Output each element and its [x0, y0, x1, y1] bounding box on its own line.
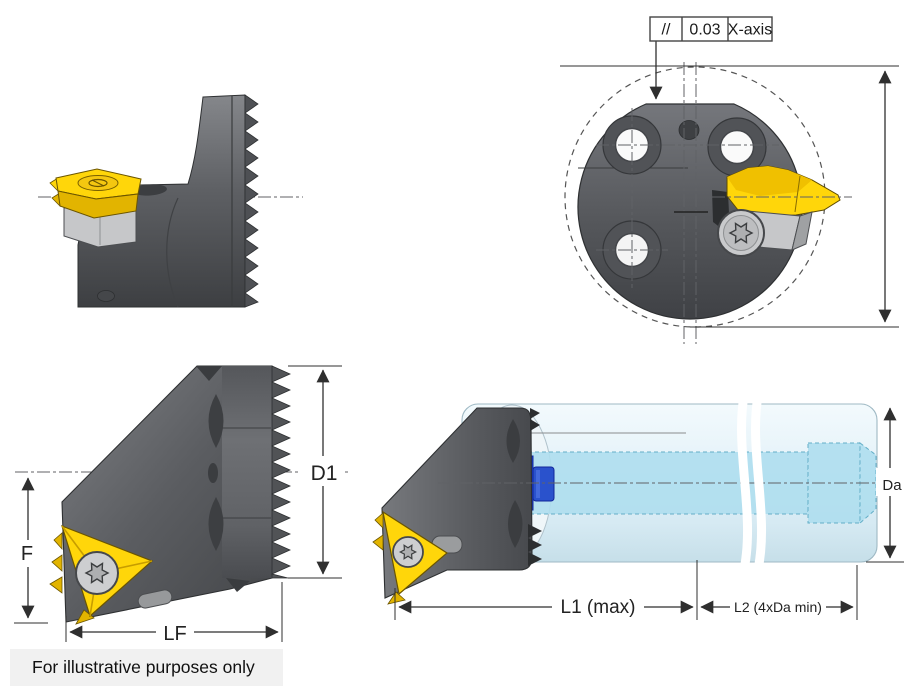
- dim-label-l2: L2 (4xDa min): [734, 599, 822, 615]
- break-line: [737, 389, 752, 576]
- dimension-lf: LF: [65, 582, 283, 645]
- label-mask: [156, 619, 194, 644]
- footer-note-text: For illustrative purposes only: [32, 657, 255, 677]
- clamp-facet: [791, 211, 813, 251]
- dimension-l2: L2 (4xDa min): [700, 565, 858, 620]
- torx-star: [728, 222, 754, 244]
- scallop: [208, 497, 224, 551]
- view-side-profile: [38, 94, 303, 308]
- centerlines: [596, 62, 852, 344]
- dimension-f: F: [14, 477, 48, 624]
- scallop: [508, 500, 523, 548]
- screw-highlight: [536, 470, 540, 498]
- contour-line: [166, 197, 179, 308]
- serration-mark: [530, 408, 540, 431]
- insert-tooth: [372, 534, 384, 551]
- label-mask: [301, 456, 345, 486]
- dim-label-l1: L1 (max): [561, 597, 636, 618]
- insert-tooth: [53, 532, 63, 551]
- notch: [226, 578, 250, 592]
- label-mask: [552, 592, 644, 620]
- torx-screw-icon: [392, 536, 424, 568]
- datum-reference: X-axis: [728, 22, 772, 39]
- clamp-tab: [137, 589, 173, 609]
- holder-body: [77, 94, 246, 308]
- threading-insert: [726, 165, 841, 218]
- dim-label-d1: D1: [311, 462, 338, 485]
- dimension-da: Da: [866, 407, 908, 563]
- torx-screw-icon: [717, 209, 765, 257]
- torx-recess: [88, 178, 108, 188]
- tolerance-value: 0.03: [689, 22, 720, 39]
- tolerance-frame: // 0.03 X-axis: [649, 16, 773, 100]
- serrated-edge: [244, 94, 259, 308]
- label-mask: [14, 540, 40, 567]
- insert-front-face: [57, 190, 139, 219]
- threading-insert: [49, 168, 142, 219]
- serrated-edge: [270, 365, 291, 579]
- break-line: [751, 389, 766, 576]
- notch: [196, 366, 222, 381]
- fcf-box: [649, 16, 773, 42]
- pin-hole: [97, 290, 115, 302]
- insert-tooth: [49, 576, 63, 594]
- dimension-outer-diameter: [560, 65, 899, 328]
- insert-tooth: [374, 512, 384, 529]
- view-top-profile: F LF D1: [14, 365, 348, 645]
- dimension-l1: L1 (max): [394, 560, 698, 620]
- torx-star: [84, 562, 110, 584]
- footer-note: For illustrative purposes only: [10, 649, 283, 686]
- label-mask: [876, 468, 908, 496]
- slot-hole: [208, 463, 218, 483]
- scallop: [506, 419, 520, 463]
- break-lines: [737, 389, 766, 576]
- view-end-face: // 0.03 X-axis: [560, 16, 899, 344]
- slot-hole: [133, 184, 167, 196]
- through-hole: [719, 129, 755, 165]
- serration-mark: [528, 524, 542, 566]
- torx-screw-icon: [75, 551, 119, 595]
- parallelism-symbol: //: [662, 22, 671, 39]
- cutter-head: [372, 407, 542, 605]
- dim-label-da: Da: [882, 477, 902, 494]
- dim-label-f: F: [21, 543, 33, 565]
- insert-facet: [727, 166, 812, 196]
- torx-slot: [91, 179, 105, 187]
- dim-label-lf: LF: [163, 623, 186, 645]
- scallop: [208, 394, 224, 448]
- view-shank-section: Da L1 (max) L2 (4xDa min): [372, 389, 908, 620]
- threading-insert: [49, 524, 154, 625]
- insert-tooth: [51, 554, 63, 572]
- clamp-cylinder: [222, 366, 272, 578]
- torx-star: [398, 544, 418, 560]
- insert-edge: [794, 175, 801, 213]
- dimension-d1: D1: [288, 365, 345, 579]
- label-mask: [730, 596, 826, 617]
